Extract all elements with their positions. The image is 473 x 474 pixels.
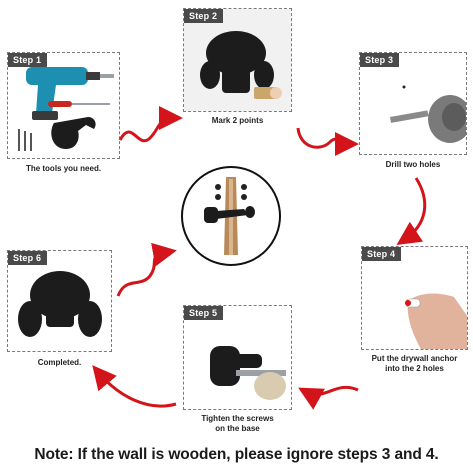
arrow-step3-to-step4 <box>396 177 427 245</box>
screwdriver-icon <box>48 101 110 107</box>
screws-icon <box>18 129 32 151</box>
step-5-tag: Step 5 <box>184 306 224 320</box>
arrow-step2-to-step3 <box>296 127 359 156</box>
step-6-tag: Step 6 <box>8 251 48 265</box>
screwdriver-icon <box>236 370 286 400</box>
arrow-step5-to-step6 <box>92 365 177 408</box>
step-3-caption: Drill two holes <box>385 160 441 169</box>
step-4-caption: Put the drywall anchor into the 2 holes <box>356 354 473 374</box>
step-4-caption-line-1: Put the drywall anchor <box>371 354 458 363</box>
drill-icon <box>390 95 466 143</box>
step-2-caption: Mark 2 points <box>211 116 264 125</box>
step-3-tag: Step 3 <box>360 53 400 67</box>
step-5-panel: Step 5 <box>183 305 292 410</box>
arrow-step4-to-step5 <box>298 385 359 410</box>
anchor-illustration <box>405 293 467 349</box>
step-2-tag: Step 2 <box>184 9 224 23</box>
mark-points-illustration <box>184 9 291 111</box>
drill-icon <box>26 67 114 120</box>
step-4-panel: Step 4 <box>361 246 468 350</box>
step-5-caption: Tighten the screws on the base <box>178 414 297 434</box>
hanger-icon <box>200 31 274 93</box>
tools-illustration <box>18 67 114 151</box>
hanger-icon <box>210 346 262 386</box>
step-6-panel: Step 6 <box>7 250 112 352</box>
wooden-wall-note: Note: If the wall is wooden, please igno… <box>34 446 439 463</box>
guitar-hanger-circle <box>181 166 281 266</box>
step-5-caption-line-1: Tighten the screws <box>201 414 274 423</box>
step-2-panel: Step 2 <box>183 8 292 112</box>
tighten-screws-illustration <box>210 346 286 400</box>
arrow-step6-to-center <box>116 242 177 297</box>
step-3-panel: Step 3 <box>359 52 467 155</box>
step-1-tag: Step 1 <box>8 53 48 67</box>
hanger-icon <box>18 271 102 337</box>
drill-holes-illustration <box>390 85 466 143</box>
step-1-panel: Step 1 <box>7 52 120 159</box>
step-4-caption-line-2: into the 2 holes <box>385 364 444 373</box>
step-4-tag: Step 4 <box>362 247 402 261</box>
step-1-caption: The tools you need. <box>25 164 102 173</box>
step-6-caption: Completed. <box>37 358 82 367</box>
step-5-caption-line-2: on the base <box>215 424 260 433</box>
completed-illustration <box>18 271 102 337</box>
arrow-step1-to-step2 <box>118 106 183 143</box>
hanger-icon <box>204 206 255 223</box>
hanger-icon <box>51 117 96 149</box>
